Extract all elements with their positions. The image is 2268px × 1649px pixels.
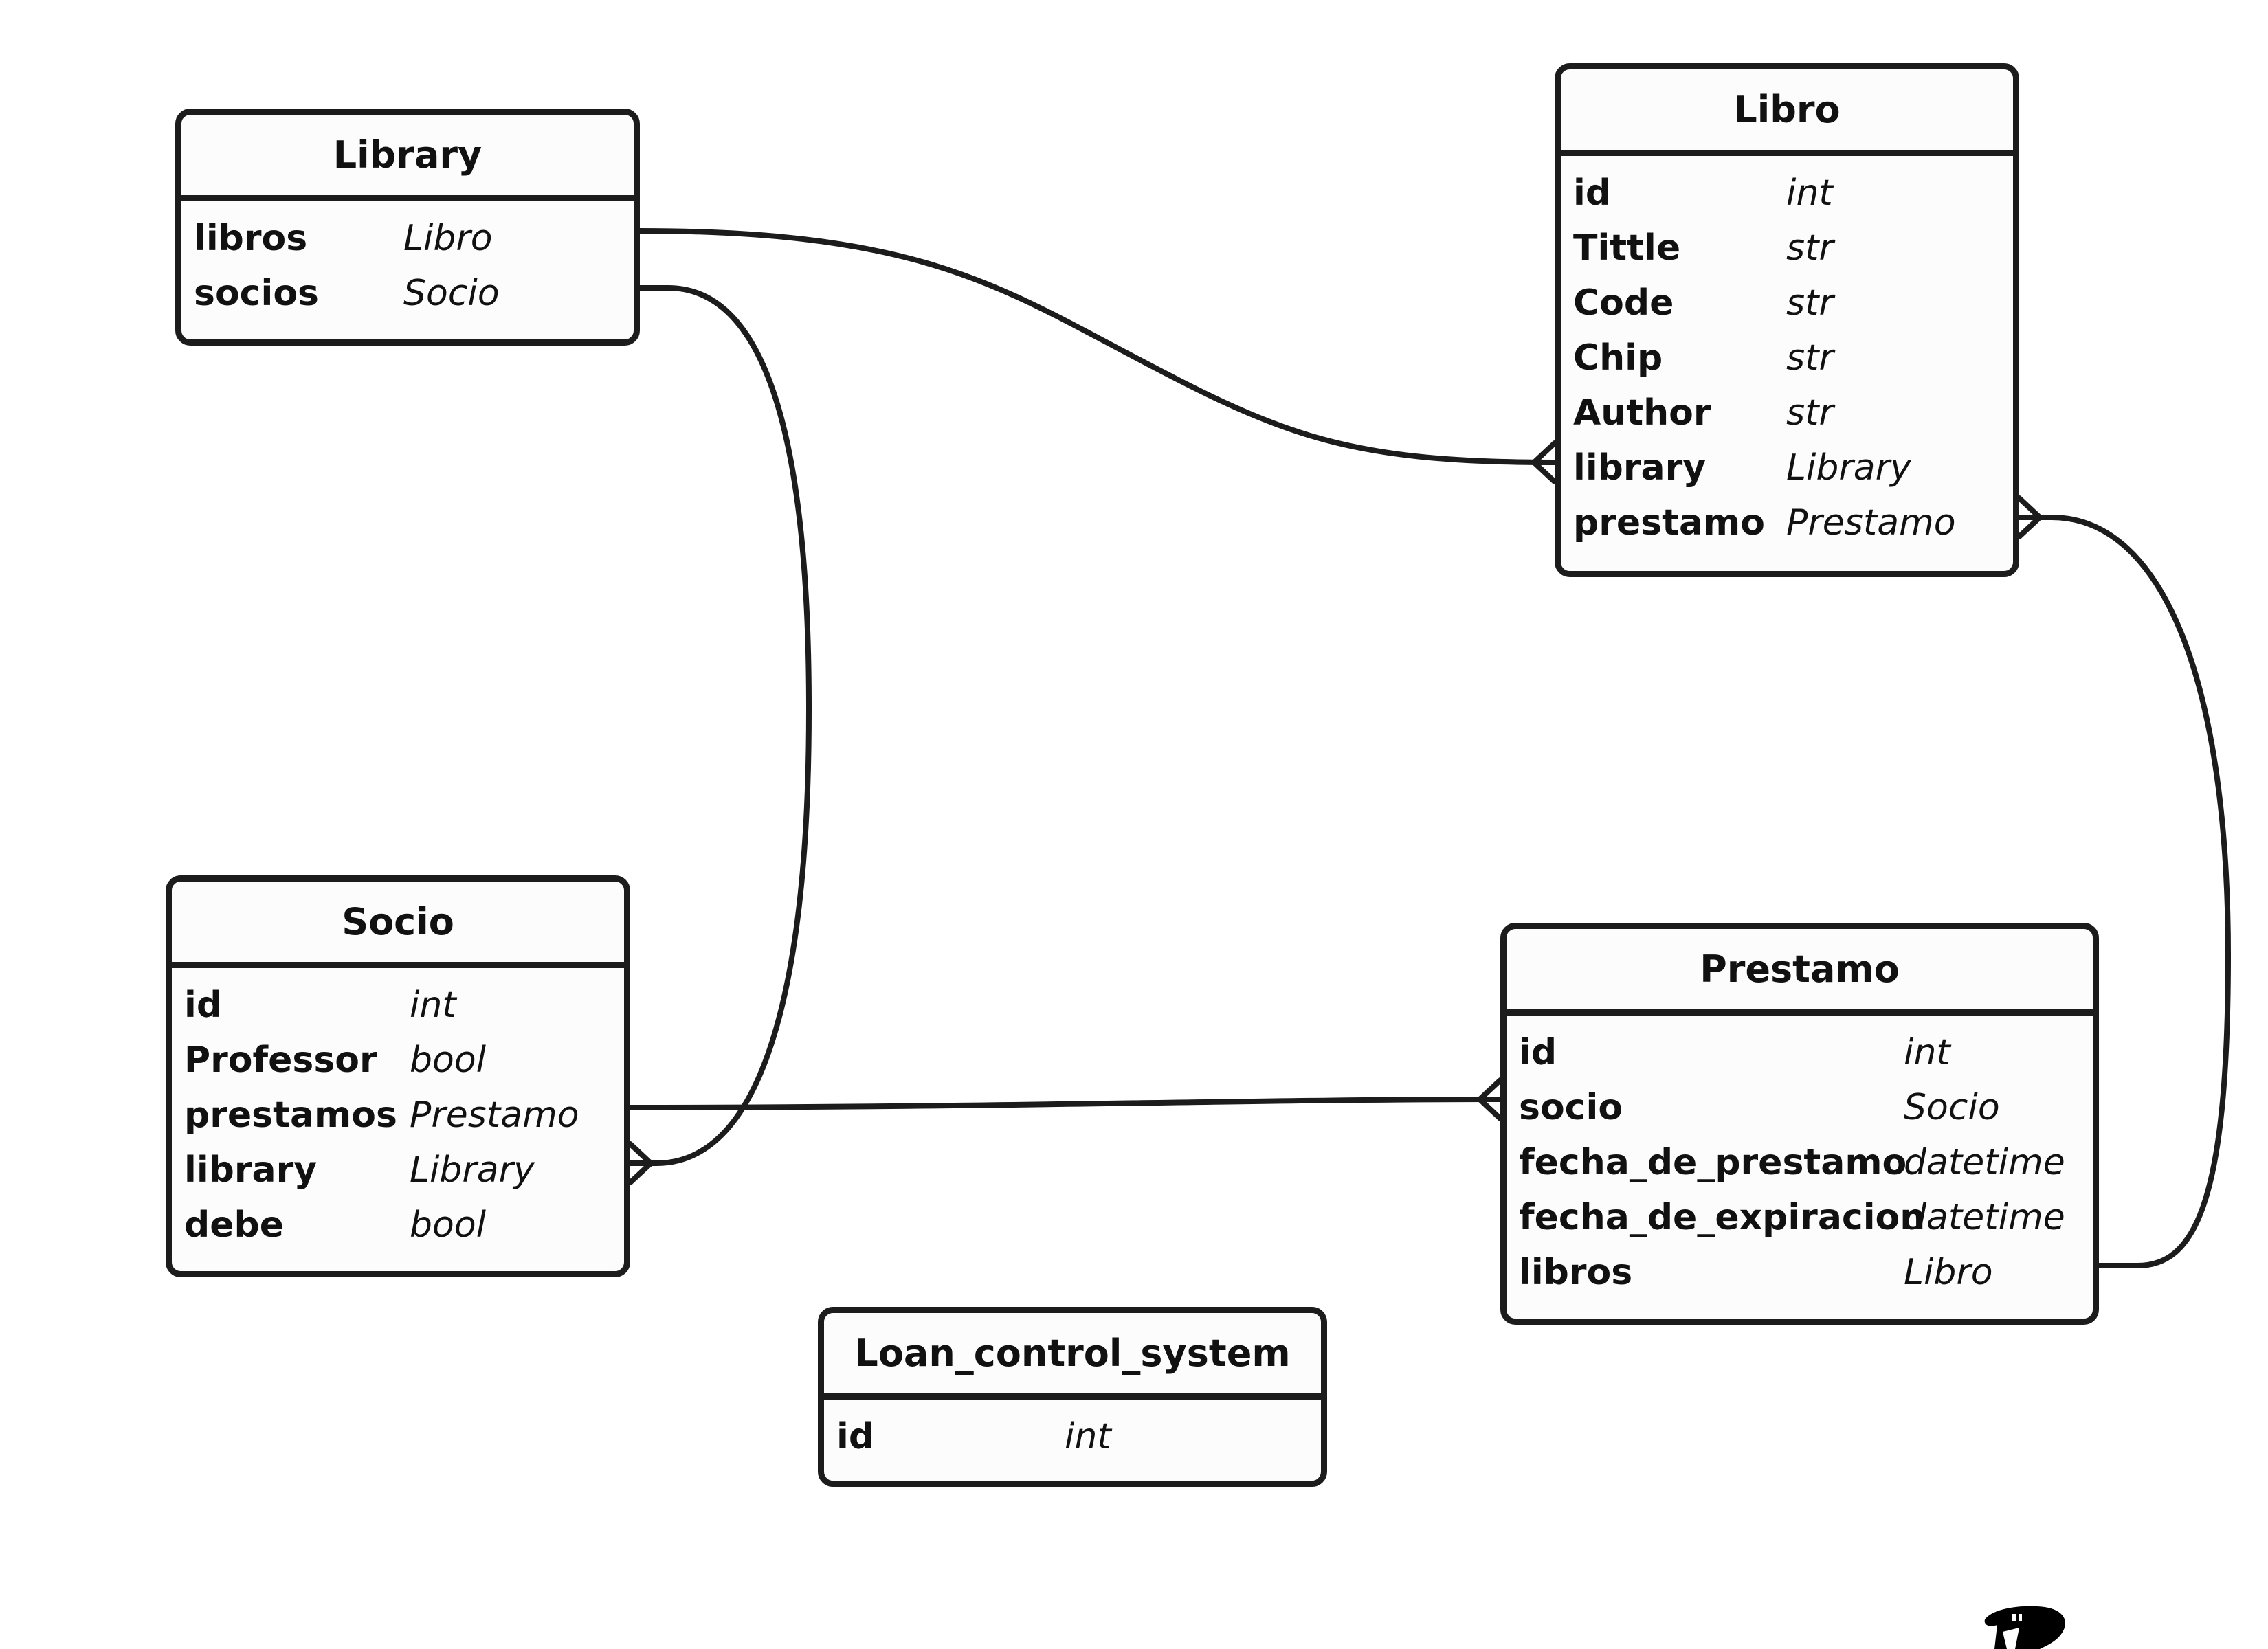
field-type: int [1904, 1032, 1950, 1073]
field-type: str [1786, 282, 1834, 324]
field-type: str [1786, 392, 1834, 434]
field-row: id int [1507, 1025, 2093, 1080]
pony-logo-icon [1979, 1604, 2072, 1649]
field-row: id int [1561, 166, 2013, 221]
field-name: fecha_de_prestamo [1519, 1142, 1907, 1183]
field-row: socio Socio [1507, 1080, 2093, 1135]
relation-library-libros-to-libro-library [637, 228, 1557, 465]
crowfoot-prestamo-socio [1477, 1077, 1503, 1121]
field-type: Prestamo [410, 1095, 579, 1136]
field-row: Author str [1561, 385, 2013, 440]
entity-title: Loan_control_system [824, 1313, 1321, 1400]
field-type: str [1786, 337, 1834, 379]
field-name: prestamos [184, 1095, 397, 1136]
field-type: Libro [1904, 1252, 1993, 1293]
entity-prestamo[interactable]: Prestamo id int socio Socio fecha_de_pre… [1500, 923, 2099, 1325]
field-type: Libro [403, 218, 493, 259]
field-row: socios Socio [181, 266, 634, 321]
entity-title: Library [181, 115, 634, 201]
field-name: id [1573, 172, 1612, 214]
crowfoot-libro-library [1531, 440, 1557, 484]
field-row: fecha_de_expiracion datetime [1507, 1190, 2093, 1245]
entity-loan-control-system[interactable]: Loan_control_system id int [818, 1307, 1327, 1487]
field-type: int [1786, 172, 1833, 214]
field-name: socios [194, 273, 319, 314]
field-type: datetime [1904, 1197, 2065, 1238]
field-row: libros Libro [1507, 1245, 2093, 1300]
field-name: libros [194, 218, 308, 259]
field-name: id [836, 1416, 875, 1457]
field-name: library [1573, 447, 1706, 489]
field-name: Professor [184, 1040, 377, 1081]
field-name: socio [1519, 1087, 1623, 1128]
field-row: prestamo Prestamo [1561, 495, 2013, 550]
field-name: id [1519, 1032, 1557, 1073]
field-type: int [410, 985, 456, 1026]
entity-fields: id int [824, 1400, 1321, 1464]
field-name: libros [1519, 1252, 1633, 1293]
field-name: Code [1573, 282, 1674, 324]
field-type: Library [1786, 447, 1911, 489]
field-type: bool [410, 1040, 487, 1081]
field-row: libros Libro [181, 211, 634, 266]
entity-fields: id int Professor bool prestamos Prestamo… [172, 968, 624, 1253]
entity-title: Socio [172, 882, 624, 968]
entity-libro[interactable]: Libro id int Tittle str Code str Chip st… [1555, 63, 2019, 577]
field-row: Tittle str [1561, 221, 2013, 276]
entity-library[interactable]: Library libros Libro socios Socio [175, 109, 640, 346]
field-row: fecha_de_prestamo datetime [1507, 1135, 2093, 1190]
field-name: Chip [1573, 337, 1663, 379]
field-row: Professor bool [172, 1033, 624, 1088]
field-type: str [1786, 227, 1834, 269]
field-row: prestamos Prestamo [172, 1088, 624, 1143]
field-row: Code str [1561, 276, 2013, 330]
field-row: library Library [172, 1143, 624, 1198]
field-type: Prestamo [1786, 502, 1956, 543]
crowfoot-socio-library [627, 1141, 654, 1185]
entity-title: Prestamo [1507, 929, 2093, 1016]
field-name: Tittle [1573, 227, 1681, 269]
field-name: Author [1573, 392, 1711, 434]
crowfoot-libro-prestamo [2016, 495, 2043, 539]
entity-title: Libro [1561, 69, 2013, 156]
field-type: int [1065, 1416, 1111, 1457]
field-name: prestamo [1573, 502, 1765, 543]
entity-fields: libros Libro socios Socio [181, 201, 634, 321]
field-row: id int [824, 1409, 1321, 1464]
field-name: fecha_de_expiracion [1519, 1197, 1926, 1238]
field-name: id [184, 985, 223, 1026]
entity-socio[interactable]: Socio id int Professor bool prestamos Pr… [166, 875, 630, 1277]
field-type: bool [410, 1204, 487, 1246]
field-row: Chip str [1561, 330, 2013, 385]
field-type: Socio [1904, 1087, 2000, 1128]
relation-library-socios-to-socio-library [627, 285, 812, 1166]
field-type: Library [410, 1149, 535, 1191]
field-row: id int [172, 978, 624, 1033]
field-name: debe [184, 1204, 284, 1246]
entity-fields: id int socio Socio fecha_de_prestamo dat… [1507, 1016, 2093, 1300]
field-row: debe bool [172, 1198, 624, 1253]
entity-fields: id int Tittle str Code str Chip str Auth… [1561, 156, 2013, 550]
field-row: library Library [1561, 440, 2013, 495]
relation-socio-prestamos-to-prestamo-socio [627, 1097, 1503, 1110]
field-name: library [184, 1149, 318, 1191]
field-type: Socio [403, 273, 500, 314]
field-type: datetime [1904, 1142, 2065, 1183]
